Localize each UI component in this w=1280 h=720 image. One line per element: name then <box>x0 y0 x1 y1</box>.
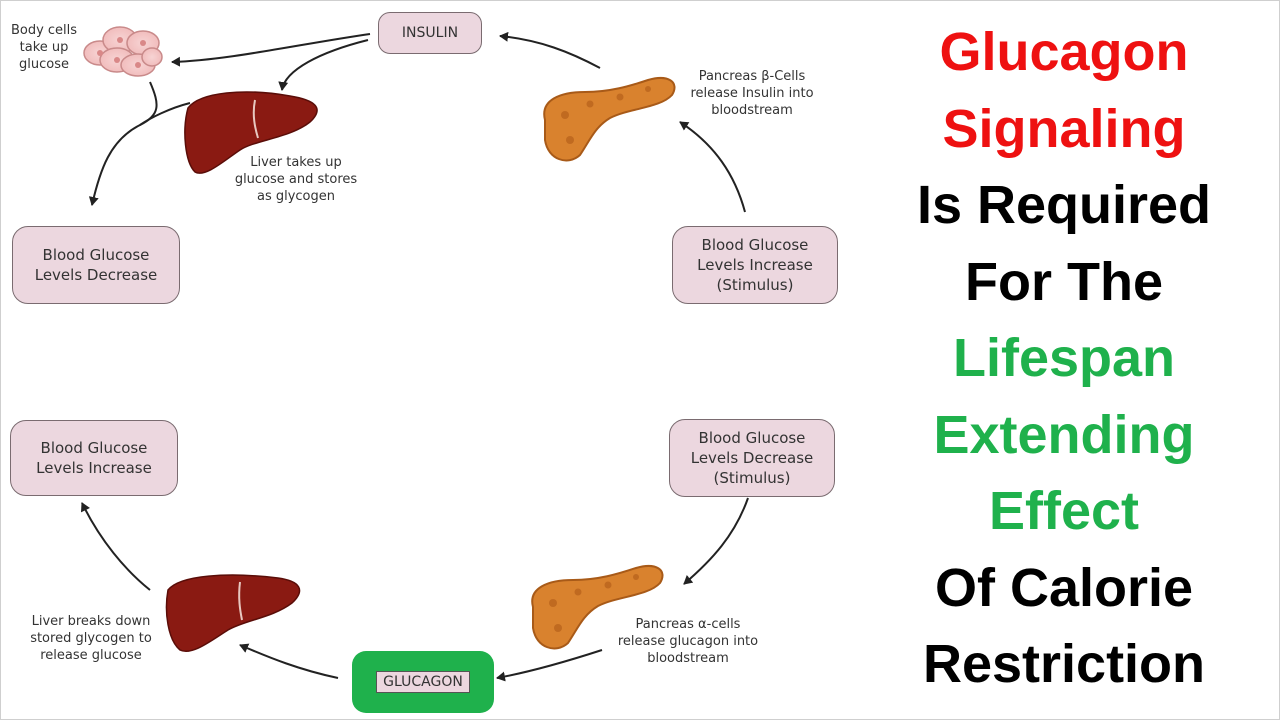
arrow-cells-to-decrease <box>88 81 158 206</box>
glucose-regulation-diagram: INSULIN GLUCAGON Blood Glucose Levels De… <box>10 12 838 713</box>
arrow-insulin-to-cells <box>171 33 371 67</box>
liver-icon <box>184 91 318 174</box>
box-glucose-decrease-top: Blood Glucose Levels Decrease <box>12 226 180 304</box>
headline-line: Lifespan <box>952 328 1176 388</box>
glucagon-label: GLUCAGON <box>376 671 470 693</box>
insulin-label: INSULIN <box>378 12 482 54</box>
diagram-graphics <box>81 26 749 682</box>
arrow-glucagon-to-liver <box>239 643 339 679</box>
arrow-insulin-to-liver <box>278 39 369 91</box>
caption-pancreas-beta: Pancreas β-Cells release Insulin into bl… <box>690 69 814 118</box>
arrow-increase-to-beta <box>679 121 746 213</box>
headline-line: For The <box>965 251 1163 312</box>
headline-line: Glucagon <box>939 22 1189 82</box>
caption-liver-release: Liver breaks down stored glycogen to rel… <box>30 614 152 663</box>
headline-line: Extending <box>933 404 1195 465</box>
box-glucose-increase-stimulus: Blood Glucose Levels Increase (Stimulus) <box>672 226 838 304</box>
arrow-decrease-to-alpha <box>683 497 749 585</box>
pancreas-icon <box>543 76 676 162</box>
arrow-beta-to-insulin <box>499 31 601 69</box>
cycle-arrows <box>81 31 749 682</box>
headline-line: Signaling <box>942 98 1186 159</box>
body-cells-icon <box>83 26 163 77</box>
caption-liver-stores: Liver takes up glucose and stores as gly… <box>234 155 358 204</box>
caption-body-cells: Body cells take up glucose <box>10 23 78 72</box>
glucagon-highlight: GLUCAGON <box>352 651 494 713</box>
liver-icon <box>165 574 301 653</box>
headline-line: Restriction <box>922 634 1206 694</box>
headline-line: Effect <box>988 481 1140 541</box>
box-glucose-decrease-stimulus: Blood Glucose Levels Decrease (Stimulus) <box>669 419 835 497</box>
pancreas-icon <box>531 564 664 650</box>
arrow-liver-to-increase <box>81 502 151 591</box>
caption-pancreas-alpha: Pancreas α-cells release glucagon into b… <box>617 617 759 666</box>
arrow-alpha-to-glucagon <box>496 649 603 682</box>
headline-line: Is Required <box>916 175 1212 235</box>
headline-line: Of Calorie <box>934 557 1194 618</box>
arrow-liver-to-junction <box>139 102 191 126</box>
box-glucose-increase-bottom: Blood Glucose Levels Increase <box>10 420 178 496</box>
